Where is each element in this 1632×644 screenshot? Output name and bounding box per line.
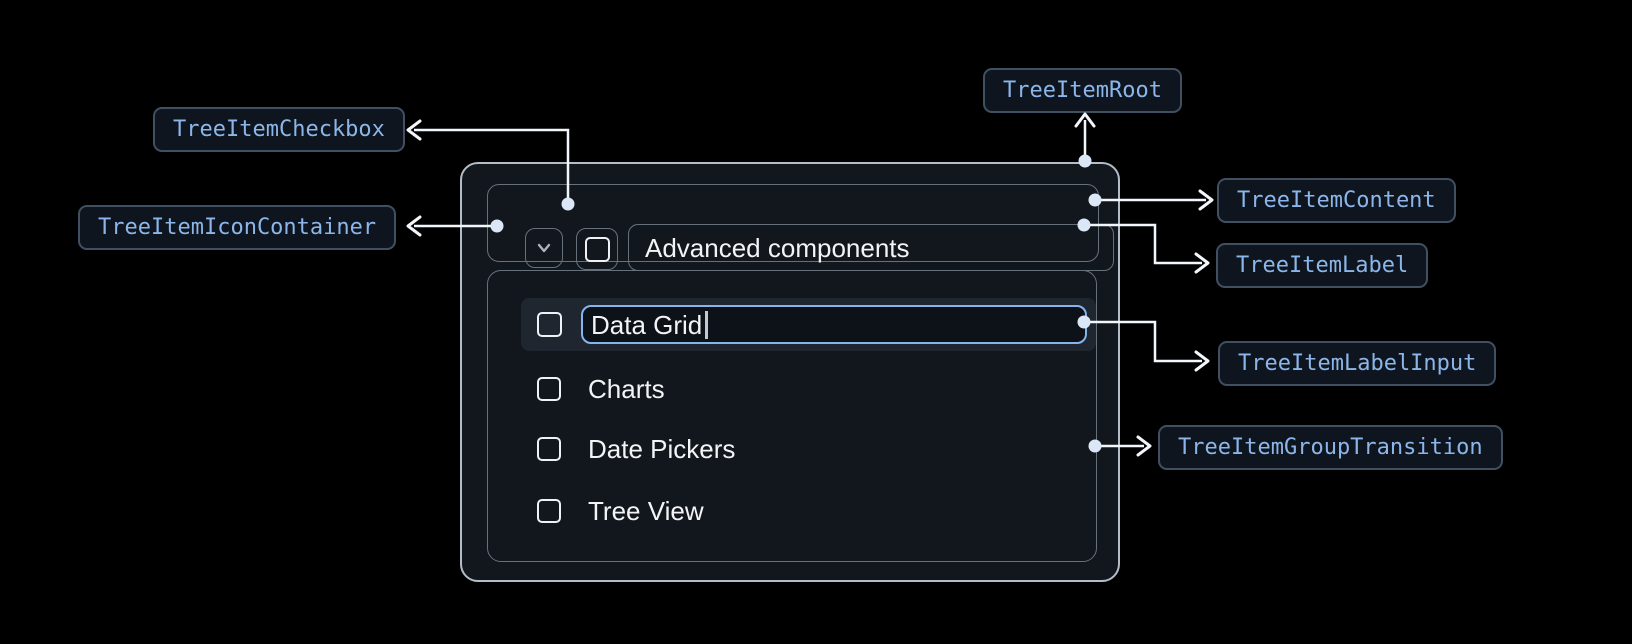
chevron-down-icon xyxy=(535,241,553,255)
annotation-chip-label: TreeItemLabel xyxy=(1216,243,1429,288)
annotation-chip-icon-container: TreeItemIconContainer xyxy=(78,205,397,250)
row-checkbox[interactable] xyxy=(537,312,562,337)
annotation-chip-root: TreeItemRoot xyxy=(983,68,1182,113)
arrow-left-icon xyxy=(406,119,422,141)
tree-row-editing[interactable]: Data Grid xyxy=(521,298,1096,351)
arrow-right-icon xyxy=(1194,252,1210,274)
annotation-chip-label-input: TreeItemLabelInput xyxy=(1218,341,1497,386)
tree-item-checkbox[interactable] xyxy=(584,236,610,262)
connector-root xyxy=(1074,112,1096,161)
text-caret xyxy=(705,310,708,339)
tree-row[interactable]: Charts xyxy=(521,365,1096,413)
tree-item-icon-container[interactable] xyxy=(525,228,563,268)
tree-row[interactable]: Tree View xyxy=(521,487,1096,535)
row-checkbox[interactable] xyxy=(537,437,561,461)
row-checkbox[interactable] xyxy=(537,377,561,401)
tree-row[interactable]: Date Pickers xyxy=(521,425,1096,473)
annotation-text: TreeItemRoot xyxy=(1003,78,1162,103)
annotation-text: TreeItemContent xyxy=(1237,188,1436,213)
tree-item-label-text: Advanced components xyxy=(645,232,910,263)
row-checkbox[interactable] xyxy=(537,499,561,523)
tree-item-root: Advanced components Data Grid Charts Dat… xyxy=(460,162,1120,582)
annotation-text: TreeItemLabel xyxy=(1236,253,1409,278)
arrow-right-icon xyxy=(1194,350,1210,372)
tree-item-label: Advanced components xyxy=(628,224,1114,271)
tree-item-checkbox-container[interactable] xyxy=(576,228,618,270)
tree-item-group-transition: Data Grid Charts Date Pickers Tree View xyxy=(487,270,1097,562)
arrow-up-icon xyxy=(1074,112,1096,128)
annotation-chip-checkbox: TreeItemCheckbox xyxy=(153,107,405,152)
tree-item-label-text: Tree View xyxy=(588,496,704,526)
annotation-chip-content: TreeItemContent xyxy=(1217,178,1456,223)
tree-item-label-text: Date Pickers xyxy=(588,434,736,464)
annotation-text: TreeItemLabelInput xyxy=(1238,351,1477,376)
label-input-value: Data Grid xyxy=(591,309,703,340)
tree-item-label-text: Charts xyxy=(588,374,665,404)
tree-item-content[interactable]: Advanced components xyxy=(487,184,1114,271)
arrow-right-icon xyxy=(1198,189,1214,211)
annotation-text: TreeItemIconContainer xyxy=(98,215,377,240)
annotation-chip-group-transition: TreeItemGroupTransition xyxy=(1158,425,1503,470)
annotation-text: TreeItemCheckbox xyxy=(173,117,385,142)
annotation-text: TreeItemGroupTransition xyxy=(1178,435,1483,460)
arrow-right-icon xyxy=(1136,435,1152,457)
arrow-left-icon xyxy=(406,215,422,237)
tree-item-label-input[interactable]: Data Grid xyxy=(581,305,1087,344)
